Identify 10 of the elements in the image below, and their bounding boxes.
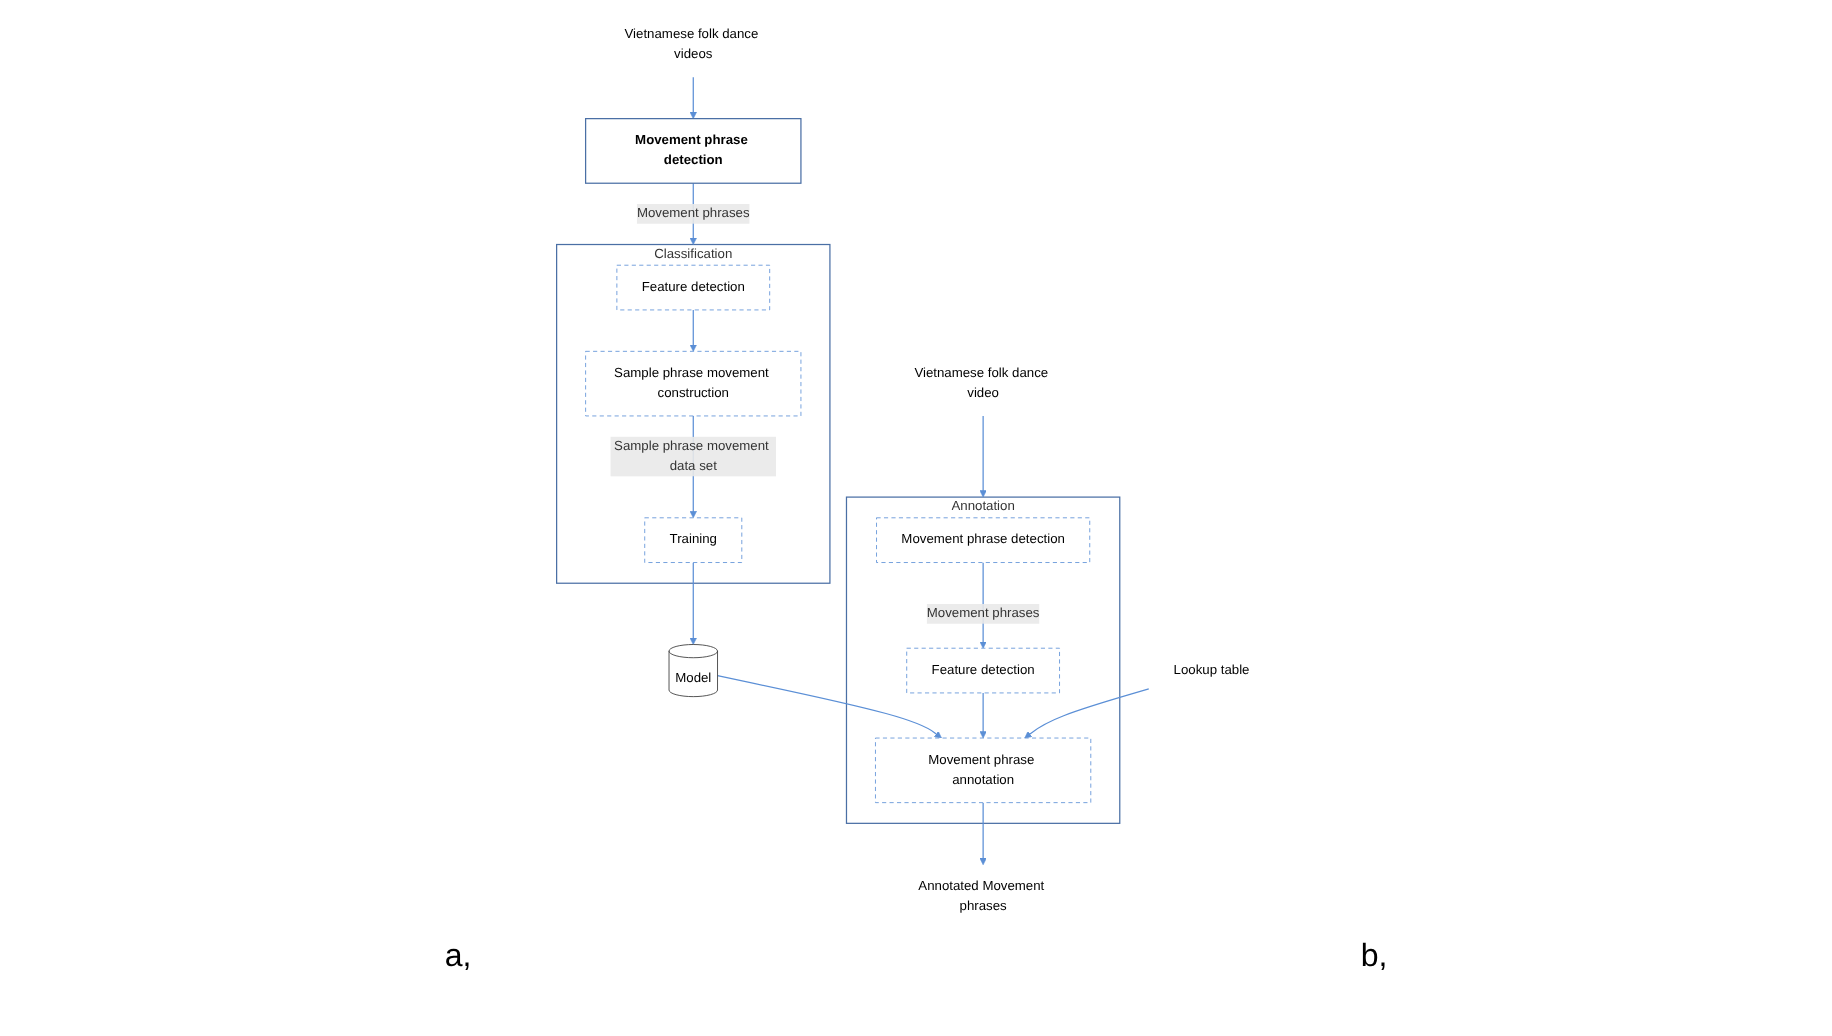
arrow: [980, 801, 988, 865]
arrow: [690, 75, 698, 118]
arrow: [980, 414, 988, 497]
arrow: [690, 308, 698, 351]
panel-label: b,: [1360, 940, 1388, 976]
arrow: [980, 691, 988, 738]
arrow: [717, 674, 943, 738]
panel-label: a,: [444, 940, 472, 976]
arrow: [690, 560, 698, 644]
arrow: [1024, 687, 1150, 738]
